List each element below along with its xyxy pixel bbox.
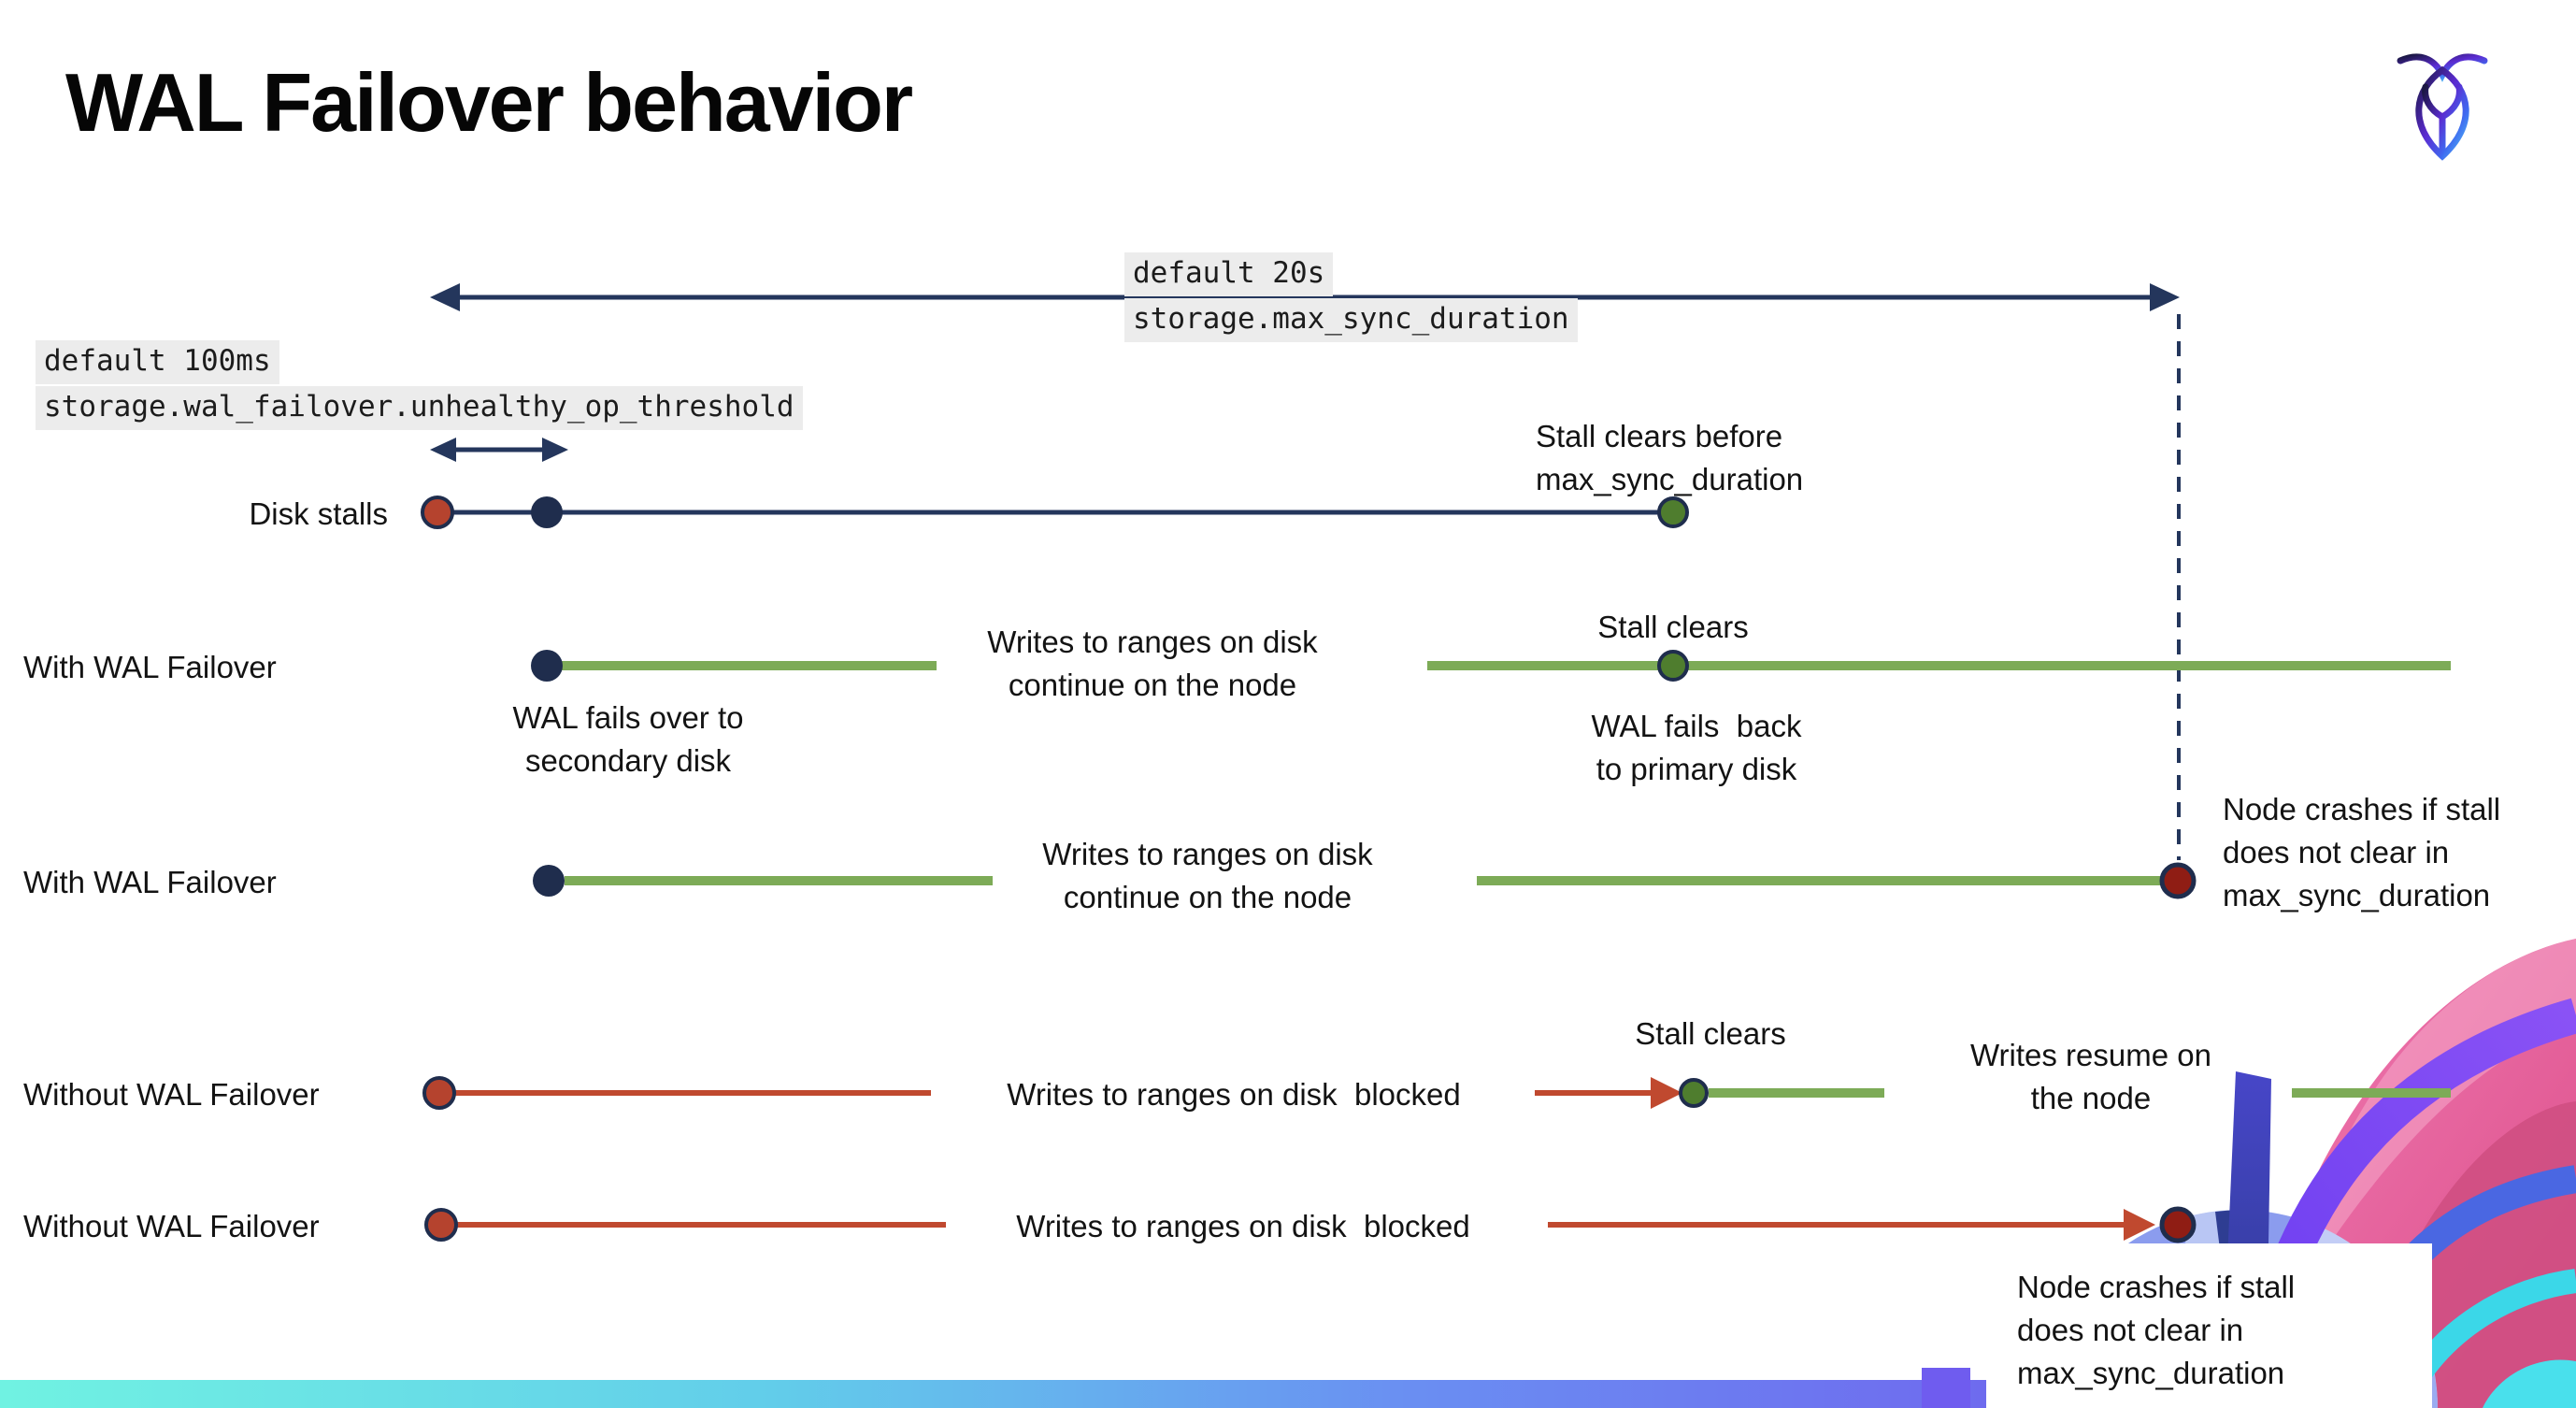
note-stall-clears-row4: Stall clears <box>1635 1016 1786 1051</box>
note-writes-blocked-1: Writes to ranges on disk blocked <box>1007 1077 1461 1112</box>
row1-stall-clears-dot <box>1657 496 1689 528</box>
threshold-arrowhead-right <box>542 438 568 462</box>
unhealthy-op-setting-name: storage.wal_failover.unhealthy_op_thresh… <box>36 386 803 430</box>
art-purple-band <box>1922 1368 1970 1408</box>
note-node-crashes-row5: Node crashes if stall does not clear in … <box>2017 1270 2296 1391</box>
cockroachdb-logo-icon <box>2397 53 2488 161</box>
note-wal-fails-over: WAL fails over to secondary disk <box>512 700 744 779</box>
row4-stall-clears-dot <box>1679 1078 1709 1108</box>
row2-failover-dot <box>531 650 563 682</box>
max-sync-setting-label: default 20s storage.max_sync_duration <box>1124 252 1578 342</box>
row-label-without-wal-failover-2: Without WAL Failover <box>23 1209 320 1243</box>
crash-note-box: Node crashes if stall does not clear in … <box>1986 1243 2432 1408</box>
unhealthy-op-default-value: default 100ms <box>36 340 279 384</box>
note-wal-fails-back: WAL fails back to primary disk <box>1591 709 1802 787</box>
row4-red-arrowhead <box>1651 1077 1682 1109</box>
row4-stall-start-dot <box>422 1076 456 1110</box>
max-sync-setting-name: storage.max_sync_duration <box>1124 298 1578 342</box>
note-node-crashes-row3: Node crashes if stall does not clear in … <box>2223 792 2501 913</box>
row-label-with-wal-failover-1: With WAL Failover <box>23 650 277 684</box>
row-label-with-wal-failover-2: With WAL Failover <box>23 865 277 899</box>
row5-red-arrowhead <box>2124 1209 2155 1241</box>
logo-antennae <box>2397 53 2488 82</box>
row5-crash-dot <box>2159 1206 2197 1243</box>
note-writes-resume: Writes resume on the node <box>1970 1038 2211 1116</box>
art-cyan-leaf <box>2483 1359 2576 1408</box>
row5-stall-start-dot <box>424 1208 458 1242</box>
row-label-disk-stalls: Disk stalls <box>249 496 388 531</box>
failover-trigger-dot <box>531 496 563 528</box>
logo-stem <box>2422 83 2463 159</box>
arrowhead-right <box>2150 283 2180 311</box>
note-writes-continue-1: Writes to ranges on disk continue on the… <box>987 625 1318 703</box>
stall-start-dot <box>421 496 454 529</box>
page-title: WAL Failover behavior <box>65 56 913 149</box>
row2-stall-clears-dot <box>1657 650 1689 682</box>
arrowhead-left <box>430 283 460 311</box>
note-writes-continue-2: Writes to ranges on disk continue on the… <box>1042 837 1373 915</box>
threshold-arrowhead-left <box>430 438 456 462</box>
max-sync-default-value: default 20s <box>1124 252 1334 296</box>
note-writes-blocked-2: Writes to ranges on disk blocked <box>1016 1209 1470 1243</box>
unhealthy-op-setting-label: default 100ms storage.wal_failover.unhea… <box>36 340 803 430</box>
row-label-without-wal-failover-1: Without WAL Failover <box>23 1077 320 1112</box>
row3-failover-dot <box>533 865 565 897</box>
note-stall-clears-row2: Stall clears <box>1597 610 1749 644</box>
note-stall-clears-before: Stall clears before max_sync_duration <box>1536 419 1804 497</box>
row3-crash-dot <box>2159 862 2197 899</box>
